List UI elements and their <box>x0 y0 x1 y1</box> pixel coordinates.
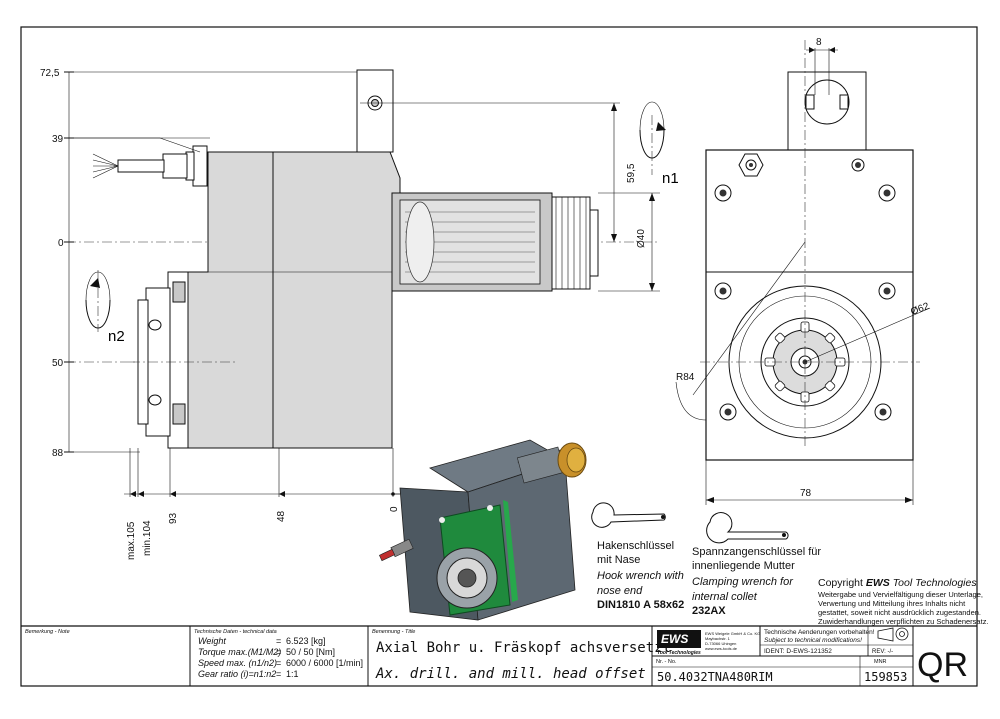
isometric-render <box>378 439 587 621</box>
company-line-4: www.ews-tools.de <box>705 646 738 651</box>
number-label: Nr. - No. <box>656 659 677 665</box>
front-view <box>675 40 931 505</box>
title-block <box>21 625 977 686</box>
hook-wrench-en-1: Hook wrench with <box>597 570 684 582</box>
dim-72-5: 72,5 <box>40 68 60 79</box>
tech-speed-name: Speed max. (n1/n2) <box>198 658 277 668</box>
clamp-wrench-de-2: innenliegende Mutter <box>692 560 795 572</box>
tech-ratio-value: 1:1 <box>286 669 299 679</box>
tech-torque-value: 50 / 50 [Nm] <box>286 647 335 657</box>
clamp-wrench-en-1: Clamping wrench for <box>692 576 794 588</box>
tech-ratio-sep: = <box>276 669 281 679</box>
changes-german: Technische Aenderungen vorbehalten! <box>764 629 875 636</box>
tech-speed-sep: = <box>276 658 281 668</box>
hook-wrench-spec: DIN1810 A 58x62 <box>597 599 684 611</box>
company-line-3: D-73066 Uhingen <box>705 641 736 646</box>
dim-8: 8 <box>816 37 822 48</box>
clamp-wrench-en-2: internal collet <box>692 591 758 603</box>
dim-radius-84: R84 <box>676 372 695 383</box>
tech-weight-value: 6.523 [kg] <box>286 636 326 646</box>
remark-label: Bemerkung - Note <box>25 629 70 635</box>
dim-max-105: max.105 <box>126 521 137 560</box>
hook-wrench-icon <box>591 502 666 528</box>
clamp-wrench-spec: 232AX <box>692 605 726 617</box>
qr-label: QR <box>917 646 968 684</box>
dim-min-104: min.104 <box>142 520 153 556</box>
clamping-wrench-icon <box>706 512 789 544</box>
ews-logo <box>657 630 701 648</box>
mnr-label: MNR <box>874 659 887 665</box>
hook-wrench-de-2: mit Nase <box>597 554 640 566</box>
rotation-n1-label: n1 <box>662 170 679 187</box>
hook-wrench-en-2: nose end <box>597 585 643 597</box>
copyright-line-1: Weitergabe und Vervielfältigung dieser U… <box>818 590 983 599</box>
dim-0: 0 <box>58 238 64 249</box>
tech-torque-sep: = <box>276 647 281 657</box>
company-line-1: EWS Weigele GmbH & Co. KG <box>705 631 760 636</box>
rotation-n2-label: n2 <box>108 328 125 345</box>
tech-weight-sep: = <box>276 636 281 646</box>
dim-48: 48 <box>276 510 287 522</box>
dim-59-5: 59,5 <box>626 163 637 183</box>
dim-78: 78 <box>800 488 812 499</box>
dim-0-bottom: 0 <box>389 506 400 512</box>
mnr-number: 159853 <box>864 670 907 684</box>
hook-wrench-de-1: Hakenschlüssel <box>597 540 674 552</box>
sheet-border <box>20 26 978 687</box>
title-german: Axial Bohr u. Fräskopf achsversetzt <box>376 640 671 656</box>
tech-speed-value: 6000 / 6000 [1/min] <box>286 658 363 668</box>
company-line-2: Maybachstr. 1 <box>705 636 731 641</box>
copyright-line-2: Verwertung und Mitteilung ihres Inhalts … <box>818 599 966 608</box>
title-english: Ax. drill. and mill. head offset <box>375 666 646 682</box>
dim-39: 39 <box>52 134 64 145</box>
copyright-line-3: gestattet, soweit nicht ausdrücklich zug… <box>818 608 981 617</box>
dim-93: 93 <box>168 512 179 524</box>
drawing-number: 50.4032TNA480RIM <box>657 670 773 684</box>
tech-data-label: Technische Daten - technical data <box>194 629 277 635</box>
side-view <box>64 69 666 497</box>
tech-ratio-name: Gear ratio (i)=n1:n2 <box>198 669 276 679</box>
dim-88: 88 <box>52 448 64 459</box>
title-label: Benennung - Title <box>372 629 415 635</box>
ident-number: IDENT: D-EWS-121352 <box>764 648 832 655</box>
copyright-line-4: Zuwiderhandlungen verpflichten zu Schade… <box>818 617 989 626</box>
clamp-wrench-de-1: Spannzangenschlüssel für <box>692 546 821 558</box>
changes-english: Subject to technical modifications! <box>764 637 862 644</box>
copyright-title: Copyright EWS Tool Technologies <box>818 577 977 589</box>
tech-torque-name: Torque max.(M1/M2) <box>198 647 281 657</box>
ews-logo-sub: Tool Technologies <box>657 650 701 656</box>
dim-50: 50 <box>52 358 64 369</box>
revision: REV: -/- <box>872 649 893 655</box>
tech-weight-name: Weight <box>198 636 226 646</box>
dim-diameter-40: Ø40 <box>636 229 647 248</box>
ews-logo-text: EWS <box>661 632 688 646</box>
